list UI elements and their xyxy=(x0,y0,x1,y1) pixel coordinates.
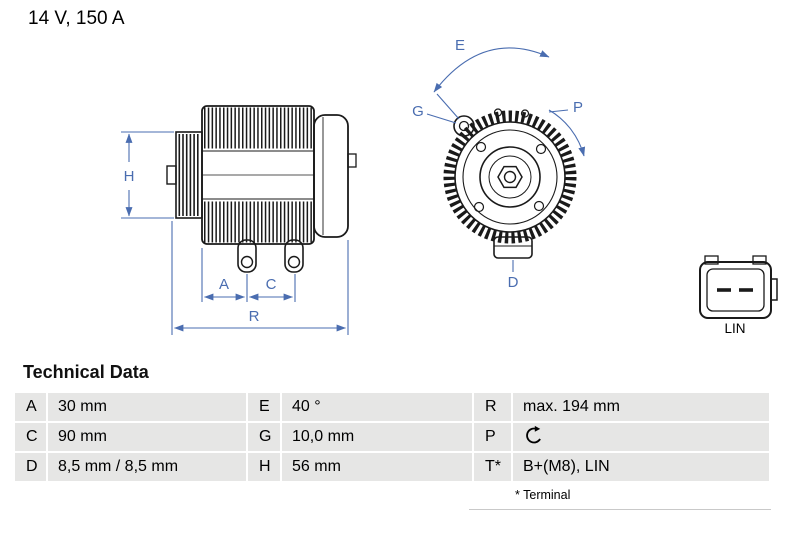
terminal-footnote: * Terminal xyxy=(515,488,571,502)
cell-key-e: E xyxy=(248,393,280,421)
toothed-fan-ring xyxy=(443,110,577,244)
lin-connector xyxy=(699,255,778,319)
cell-key-c: C xyxy=(15,423,46,451)
cell-key-t: T* xyxy=(474,453,511,481)
cell-value-c: 90 mm xyxy=(48,423,246,451)
alternator-side-view xyxy=(166,105,357,273)
connector-shell xyxy=(699,261,772,319)
mounting-hole-front xyxy=(240,255,254,269)
pulley-face-outer xyxy=(479,146,541,208)
technical-data-title: Technical Data xyxy=(23,362,149,382)
dim-label-c: C xyxy=(266,276,277,293)
mounting-lug-front xyxy=(237,239,257,273)
face-screw xyxy=(535,143,547,155)
technical-data-section: Technical Data A 30 mm E 40 ° R max. 194… xyxy=(15,362,771,510)
mounting-lug-rear xyxy=(284,239,304,273)
connector-ear xyxy=(752,255,767,265)
cell-key-r: R xyxy=(474,393,511,421)
dim-label-g: G xyxy=(412,103,424,120)
cell-value-g: 10,0 mm xyxy=(282,423,472,451)
swivel-mounting-lug xyxy=(453,115,475,137)
shaft-center xyxy=(503,170,517,184)
rear-housing xyxy=(313,114,349,238)
shaft-end xyxy=(166,165,177,185)
dim-label-a: A xyxy=(219,276,229,293)
cell-key-h: H xyxy=(248,453,280,481)
connector-label: LIN xyxy=(724,321,745,336)
face-screw xyxy=(473,201,485,213)
top-stud xyxy=(493,108,503,117)
outer-rim xyxy=(454,121,566,233)
dim-label-d: D xyxy=(508,274,519,291)
technical-data-table: A 30 mm E 40 ° R max. 194 mm C 90 mm G 1… xyxy=(15,393,771,481)
alternator-technical-drawing: H A C R E G P D xyxy=(121,37,778,336)
cell-key-g: G xyxy=(248,423,280,451)
pulley-face-inner xyxy=(488,155,532,199)
face-screw xyxy=(475,141,487,153)
dim-label-p: P xyxy=(573,99,583,116)
cell-value-p xyxy=(513,423,769,451)
bottom-mounting-foot xyxy=(493,236,533,259)
swivel-mounting-hole xyxy=(458,120,470,132)
cell-key-p: P xyxy=(474,423,511,451)
cell-value-e: 40 ° xyxy=(282,393,472,421)
cell-value-a: 30 mm xyxy=(48,393,246,421)
connector-ear xyxy=(704,255,719,265)
connector-inner xyxy=(706,268,765,312)
voltage-amperage-spec: 14 V, 150 A xyxy=(28,8,125,29)
dim-label-h: H xyxy=(124,168,135,185)
mounting-hole-rear xyxy=(287,255,301,269)
face-ring xyxy=(462,129,558,225)
side-view-dimensions xyxy=(121,131,349,335)
alternator-front-view xyxy=(443,108,577,259)
terminal-stud xyxy=(347,153,357,168)
cell-value-t: B+(M8), LIN xyxy=(513,453,769,481)
face-screw xyxy=(533,200,545,212)
connector-tab xyxy=(770,278,778,301)
front-view-dimensions xyxy=(426,47,586,272)
clockwise-rotation-icon xyxy=(526,425,541,444)
cell-key-a: A xyxy=(15,393,46,421)
dim-label-r: R xyxy=(249,308,260,325)
cell-key-d: D xyxy=(15,453,46,481)
top-stud xyxy=(520,109,530,118)
shaft-hex-nut xyxy=(497,165,523,189)
cell-value-r: max. 194 mm xyxy=(513,393,769,421)
dim-label-e: E xyxy=(455,37,465,54)
footnote-row: * Terminal xyxy=(469,486,771,510)
cell-value-h: 56 mm xyxy=(282,453,472,481)
cell-value-d: 8,5 mm / 8,5 mm xyxy=(48,453,246,481)
